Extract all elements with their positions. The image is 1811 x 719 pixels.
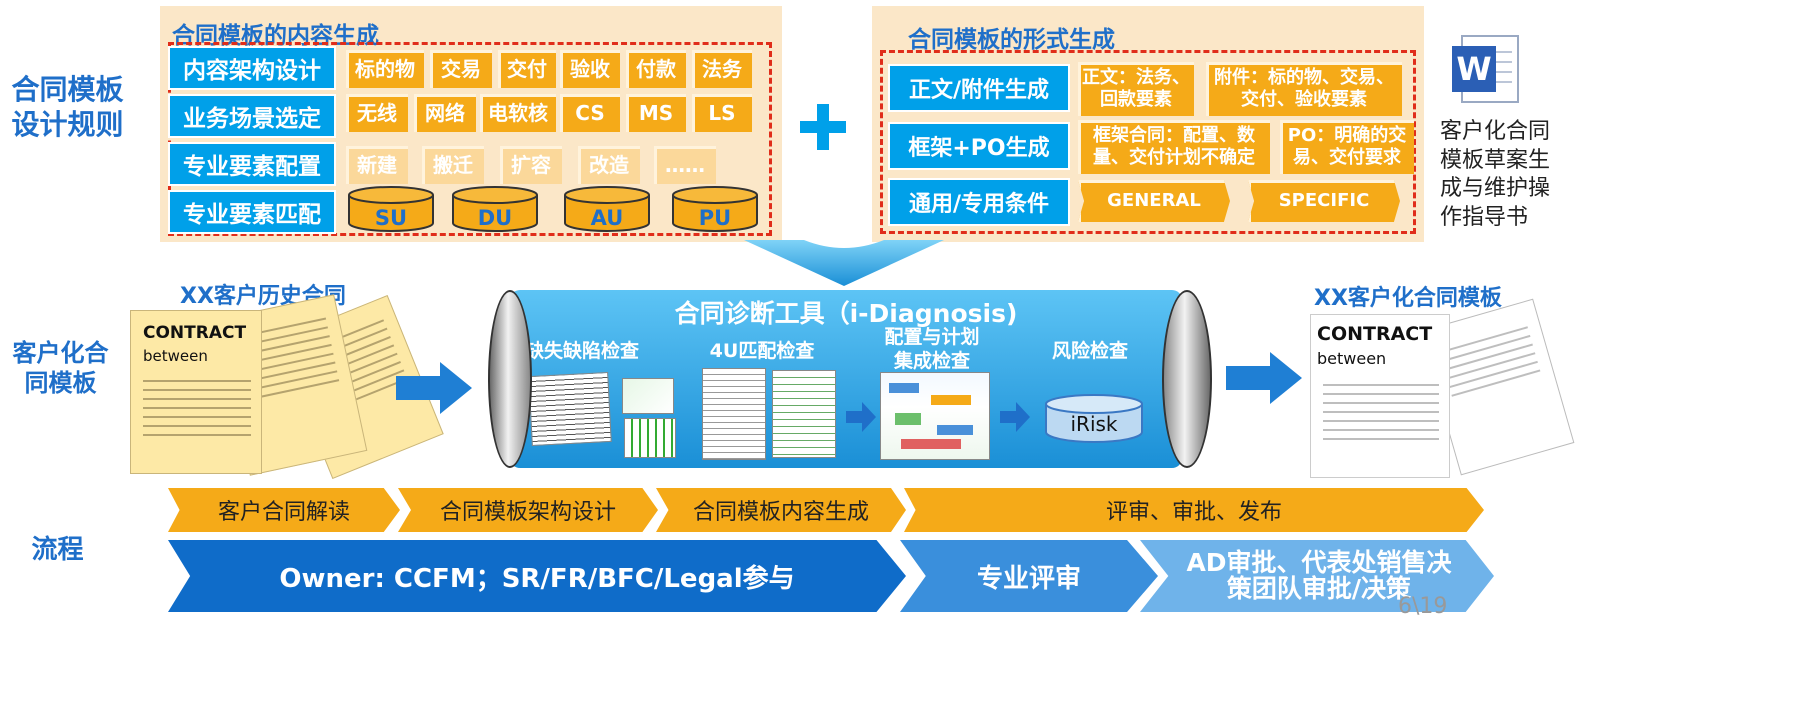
chip-delivery: 交付 [498, 50, 556, 88]
row-label-general-specific: 通用/专用条件 [888, 178, 1070, 226]
history-doc-sub: between [143, 347, 208, 365]
chip-wireless: 无线 [346, 94, 408, 132]
process-step-4: 评审、审批、发布 [904, 488, 1484, 532]
history-doc-heading: CONTRACT [143, 323, 247, 343]
chip-more: …… [654, 146, 716, 184]
chip-body: 正文：法务、回款要素 [1078, 62, 1194, 116]
result-doc-sub: between [1317, 349, 1387, 368]
chip-transaction: 交易 [430, 50, 492, 88]
form-panel-title: 合同模板的形式生成 [908, 27, 1115, 53]
irisk-database-icon: iRisk [1044, 394, 1144, 444]
professional-review-bar: 专业评审 [900, 540, 1158, 612]
inner-arrow-1 [846, 402, 876, 432]
tool-title: 合同诊断工具（i-Diagnosis) [674, 299, 1018, 328]
table-thumbnail-1 [702, 368, 766, 460]
result-doc-front: CONTRACT between [1310, 314, 1450, 478]
chip-legal: 法务 [692, 50, 752, 88]
svg-text:W: W [1456, 50, 1491, 88]
customized-label: 客户化合同模板 [12, 339, 109, 397]
chip-expansion: 扩容 [500, 146, 562, 184]
check-config-plan: 配置与计划集成检查 [884, 326, 980, 372]
process-step-2: 合同模板架构设计 [398, 488, 658, 532]
chart-thumbnail-2 [624, 418, 676, 458]
cylinder-su: SU [348, 186, 434, 232]
chip-framework-contract: 框架合同：配置、数量、交付计划不确定 [1078, 120, 1270, 174]
chip-specific: SPECIFIC [1248, 180, 1400, 222]
result-doc-heading: CONTRACT [1317, 323, 1433, 345]
irisk-label: iRisk [1070, 412, 1118, 436]
process-map-thumbnail [880, 372, 990, 460]
output-guide-text: 客户化合同模板草案生成与维护操作指导书 [1440, 119, 1551, 230]
row-label-scenario: 业务场景选定 [168, 94, 336, 138]
chip-po: PO：明确的交易、交付要求 [1280, 120, 1414, 174]
cylinder-au: AU [564, 186, 650, 232]
history-doc-front: CONTRACT between [130, 310, 262, 474]
page-number: 6\19 [1398, 594, 1448, 619]
process-step-1: 客户合同解读 [168, 488, 400, 532]
chip-ls: LS [692, 94, 752, 132]
check-4u-match: 4U匹配检查 [709, 340, 815, 362]
process-label: 流程 [31, 535, 84, 565]
chip-ms: MS [626, 94, 686, 132]
word-document-icon: W [1448, 32, 1524, 108]
result-template-title: XX客户化合同模板 [1314, 286, 1502, 311]
chip-subject: 标的物 [346, 50, 424, 88]
row-label-content-architecture: 内容架构设计 [168, 46, 336, 90]
row-label-framework-po: 框架+PO生成 [888, 122, 1070, 170]
row-label-element-config: 专业要素配置 [168, 142, 336, 186]
chip-acceptance: 验收 [560, 50, 620, 88]
arrow-to-tool [396, 362, 472, 414]
check-missing-defects: 缺失缺陷检查 [524, 340, 639, 362]
plus-icon [800, 104, 846, 150]
chip-payment: 付款 [626, 50, 686, 88]
chip-relocation: 搬迁 [422, 146, 484, 184]
form-dashed-frame [880, 50, 1416, 234]
chip-network: 网络 [414, 94, 476, 132]
chip-general: GENERAL [1078, 180, 1230, 222]
diagnosis-tool: 合同诊断工具（i-Diagnosis) 缺失缺陷检查 4U匹配检查 配置与计划集… [510, 290, 1182, 468]
spreadsheet-thumbnail [528, 371, 612, 447]
chip-attachment: 附件：标的物、交易、交付、验收要素 [1206, 62, 1402, 116]
form-generation-panel: 合同模板的形式生成 正文/附件生成 正文：法务、回款要素 附件：标的物、交易、交… [872, 6, 1424, 242]
chip-new-build: 新建 [346, 146, 408, 184]
row-label-element-match: 专业要素匹配 [168, 190, 336, 234]
chip-renovation: 改造 [578, 146, 640, 184]
cylinder-pu: PU [672, 186, 758, 232]
inner-arrow-2 [1000, 402, 1030, 432]
down-arrow [744, 236, 944, 288]
approval-bar: AD审批、代表处销售决策团队审批/决策 [1140, 540, 1494, 612]
tube-right-cap [1162, 290, 1212, 468]
rules-label: 合同模板设计规则 [11, 73, 124, 141]
chart-thumbnail-1 [622, 378, 674, 414]
arrow-to-result [1226, 352, 1302, 404]
table-thumbnail-2 [772, 370, 836, 458]
chip-cloud-core: 电软核 [480, 94, 556, 132]
content-generation-panel: 合同模板的内容生成 内容架构设计 标的物 交易 交付 验收 付款 法务 业务场景… [160, 6, 782, 242]
cylinder-du: DU [452, 186, 538, 232]
row-label-body-attachment: 正文/附件生成 [888, 64, 1070, 112]
content-dashed-frame [168, 42, 772, 236]
owner-bar: Owner: CCFM；SR/FR/BFC/Legal参与 [168, 540, 906, 612]
check-risk: 风险检查 [1051, 340, 1128, 362]
process-step-3: 合同模板内容生成 [656, 488, 906, 532]
chip-cs: CS [560, 94, 620, 132]
tube-left-cap [488, 290, 532, 468]
